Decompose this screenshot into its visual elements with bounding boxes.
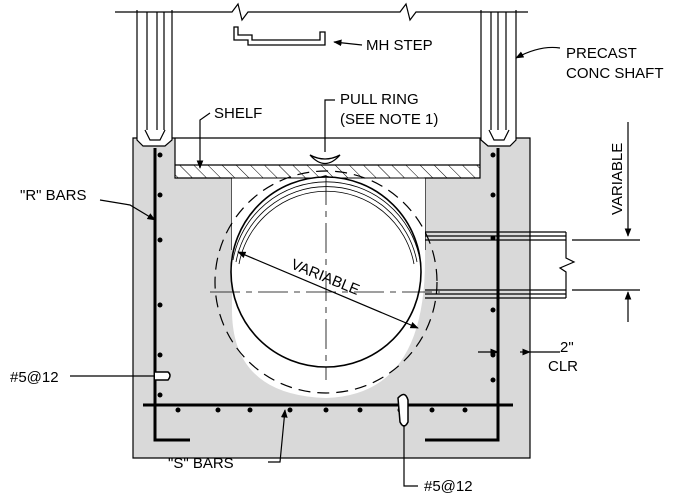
pipe-wall-rings bbox=[232, 181, 421, 265]
label-rebar-bottom: #5@12 bbox=[424, 478, 473, 495]
leader-shelf bbox=[196, 112, 211, 169]
leader-rebar-bottom bbox=[403, 425, 418, 487]
leader-pull-ring bbox=[324, 99, 335, 152]
pipe-outer-dashed bbox=[214, 170, 438, 394]
label-clearance-value: 2" bbox=[560, 339, 574, 356]
precast-shaft-left-wall bbox=[136, 10, 173, 147]
side-pipe bbox=[425, 231, 576, 299]
label-mh-step: MH STEP bbox=[366, 37, 433, 54]
precast-shaft-right-wall bbox=[480, 10, 517, 147]
vertical-dimension bbox=[572, 122, 640, 322]
label-r-bars: "R" BARS bbox=[20, 187, 87, 204]
label-precast-line2: CONC SHAFT bbox=[566, 65, 664, 82]
top-break-line bbox=[115, 2, 528, 22]
pull-ring bbox=[309, 154, 341, 165]
hook-bar-bottom bbox=[397, 393, 409, 427]
leader-mh-step bbox=[333, 39, 363, 47]
diameter-dimension bbox=[237, 251, 419, 329]
manhole-step bbox=[233, 26, 326, 46]
label-precast-line1: PRECAST bbox=[566, 45, 637, 62]
leader-s-bars bbox=[268, 409, 288, 463]
hook-bar-left bbox=[155, 371, 171, 381]
r-bars bbox=[153, 148, 500, 442]
leader-precast bbox=[515, 46, 561, 59]
label-rebar-left: #5@12 bbox=[10, 369, 59, 386]
label-pull-ring-line1: PULL RING bbox=[340, 91, 419, 108]
label-pull-ring-line2: (SEE NOTE 1) bbox=[340, 111, 438, 128]
label-variable-vertical: VARIABLE bbox=[609, 143, 626, 215]
leader-r-bars bbox=[99, 199, 156, 221]
label-s-bars: "S" BARS bbox=[168, 455, 234, 472]
label-shelf: SHELF bbox=[214, 105, 262, 122]
label-clearance-unit: CLR bbox=[548, 358, 578, 375]
